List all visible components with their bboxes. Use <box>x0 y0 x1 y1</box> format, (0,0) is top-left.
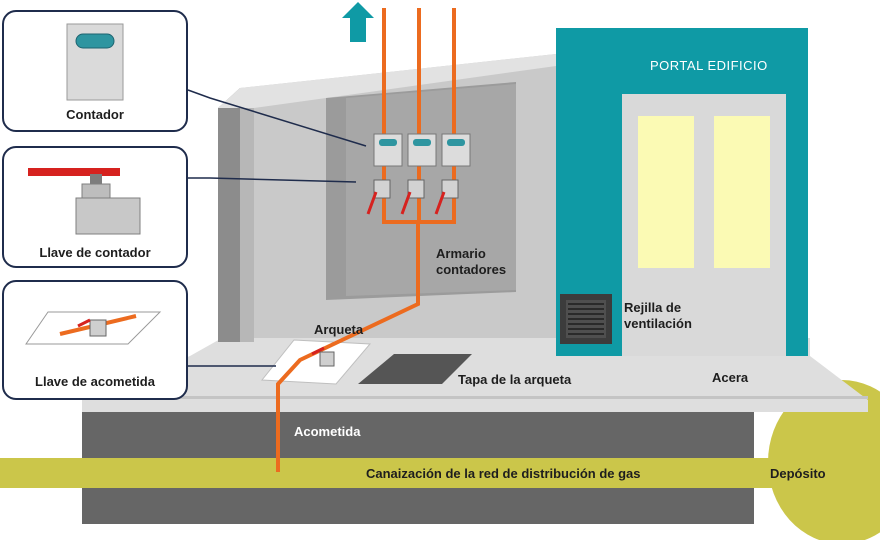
arqueta-lid <box>358 354 472 384</box>
left-wall-face <box>240 108 254 342</box>
gas-meter-icon <box>373 133 471 167</box>
roof-edge <box>218 54 556 108</box>
up-arrow-icon <box>342 2 374 42</box>
arqueta-label: Arqueta <box>314 322 364 337</box>
rejilla-label: Rejilla de ventilación <box>624 300 692 331</box>
arqueta-valve-icon <box>311 346 335 367</box>
sidewalk-edge <box>82 396 868 399</box>
gas-main-pipe <box>0 458 880 488</box>
valve-icon <box>25 311 162 345</box>
valve-icon <box>366 179 459 215</box>
llave-contador-label: Llave de contador <box>39 245 151 260</box>
portal-window-left <box>638 116 694 268</box>
portal-window-right <box>714 116 770 268</box>
callout-llave-contador: Llave de contador <box>2 146 188 268</box>
ventilation-grille-icon <box>560 294 612 344</box>
canalizacion-label: Canaización de la red de distribución de… <box>366 466 641 481</box>
leader-lines <box>187 89 367 367</box>
contador-label: Contador <box>66 107 124 122</box>
acera-label: Acera <box>712 370 749 385</box>
valve-icon <box>28 168 141 235</box>
left-wall <box>218 88 240 342</box>
tapa-label: Tapa de la arqueta <box>458 372 572 387</box>
portal-label: PORTAL EDIFICIO <box>650 58 768 73</box>
callout-llave-acometida: Llave de acometida <box>2 280 188 400</box>
callout-contador: Contador <box>2 10 188 132</box>
acometida-label: Acometida <box>294 424 361 439</box>
llave-acometida-label: Llave de acometida <box>35 374 155 389</box>
gas-meter-icon <box>66 23 124 101</box>
armario-label: Armario contadores <box>436 246 507 277</box>
deposito-label: Depósito <box>770 466 826 481</box>
